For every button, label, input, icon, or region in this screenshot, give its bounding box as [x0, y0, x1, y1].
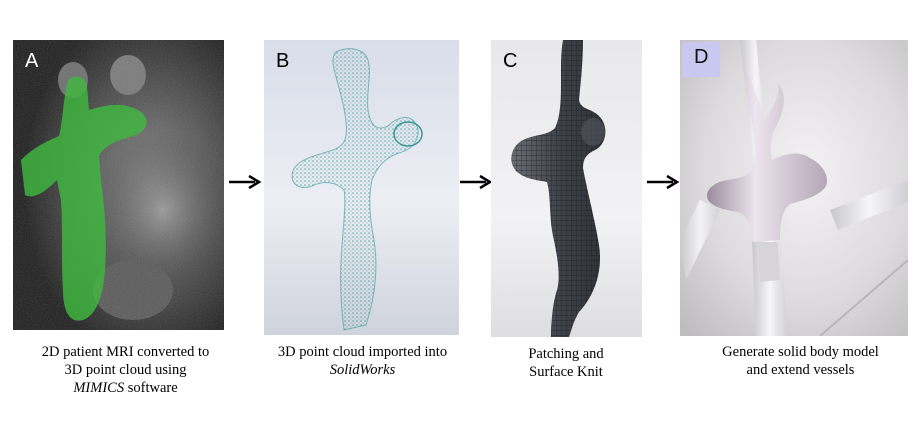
caption-b: 3D point cloud imported into SolidWorks [250, 343, 475, 379]
panel-label-c: C [503, 50, 518, 72]
panel-label-b: B [276, 50, 290, 72]
caption-d: Generate solid body model and extend ves… [688, 343, 913, 379]
caption-a-line-2: 3D point cloud using [64, 362, 187, 378]
caption-a-line-1: 2D patient MRI converted to [41, 344, 210, 360]
solid-vessel-body [707, 70, 828, 242]
caption-a-software-name: MIMICS [73, 380, 125, 396]
arrow-right-icon [229, 174, 262, 190]
caption-c-line-1: Patching and [528, 346, 604, 362]
solid-body-graphic [680, 40, 908, 336]
caption-b-line-1: 3D point cloud imported into [277, 344, 448, 360]
extended-vessel-right [830, 180, 908, 230]
caption-a-tail: software [124, 380, 178, 396]
point-cloud-graphic [264, 40, 459, 335]
caption-b-line-2: SolidWorks [250, 361, 475, 379]
panel-label-a: A [25, 50, 39, 72]
arrow-right-icon [647, 174, 680, 190]
caption-d-line-1: Generate solid body model [722, 344, 879, 360]
green-vessel-segmentation [21, 76, 147, 321]
panel-a-mri-image: A [13, 40, 224, 330]
vessel-point-cloud [291, 48, 419, 331]
caption-b-software-name: SolidWorks [329, 362, 396, 378]
caption-c: Patching and Surface Knit [476, 345, 656, 381]
panel-c-surface-mesh: C [491, 40, 642, 337]
caption-a-line-3: MIMICS software [13, 379, 238, 397]
extended-vessel-left [680, 200, 720, 280]
caption-c-line-2: Surface Knit [529, 364, 603, 380]
panel-label-d: D [682, 42, 721, 77]
panel-d-solid-body: D [680, 40, 908, 336]
mri-scan-graphic [13, 40, 224, 330]
arrow-right-icon [460, 174, 493, 190]
panel-b-point-cloud: B [264, 40, 459, 335]
surface-mesh-graphic [491, 40, 642, 337]
caption-a: 2D patient MRI converted to 3D point clo… [13, 343, 238, 397]
caption-d-line-2: and extend vessels [746, 362, 855, 378]
